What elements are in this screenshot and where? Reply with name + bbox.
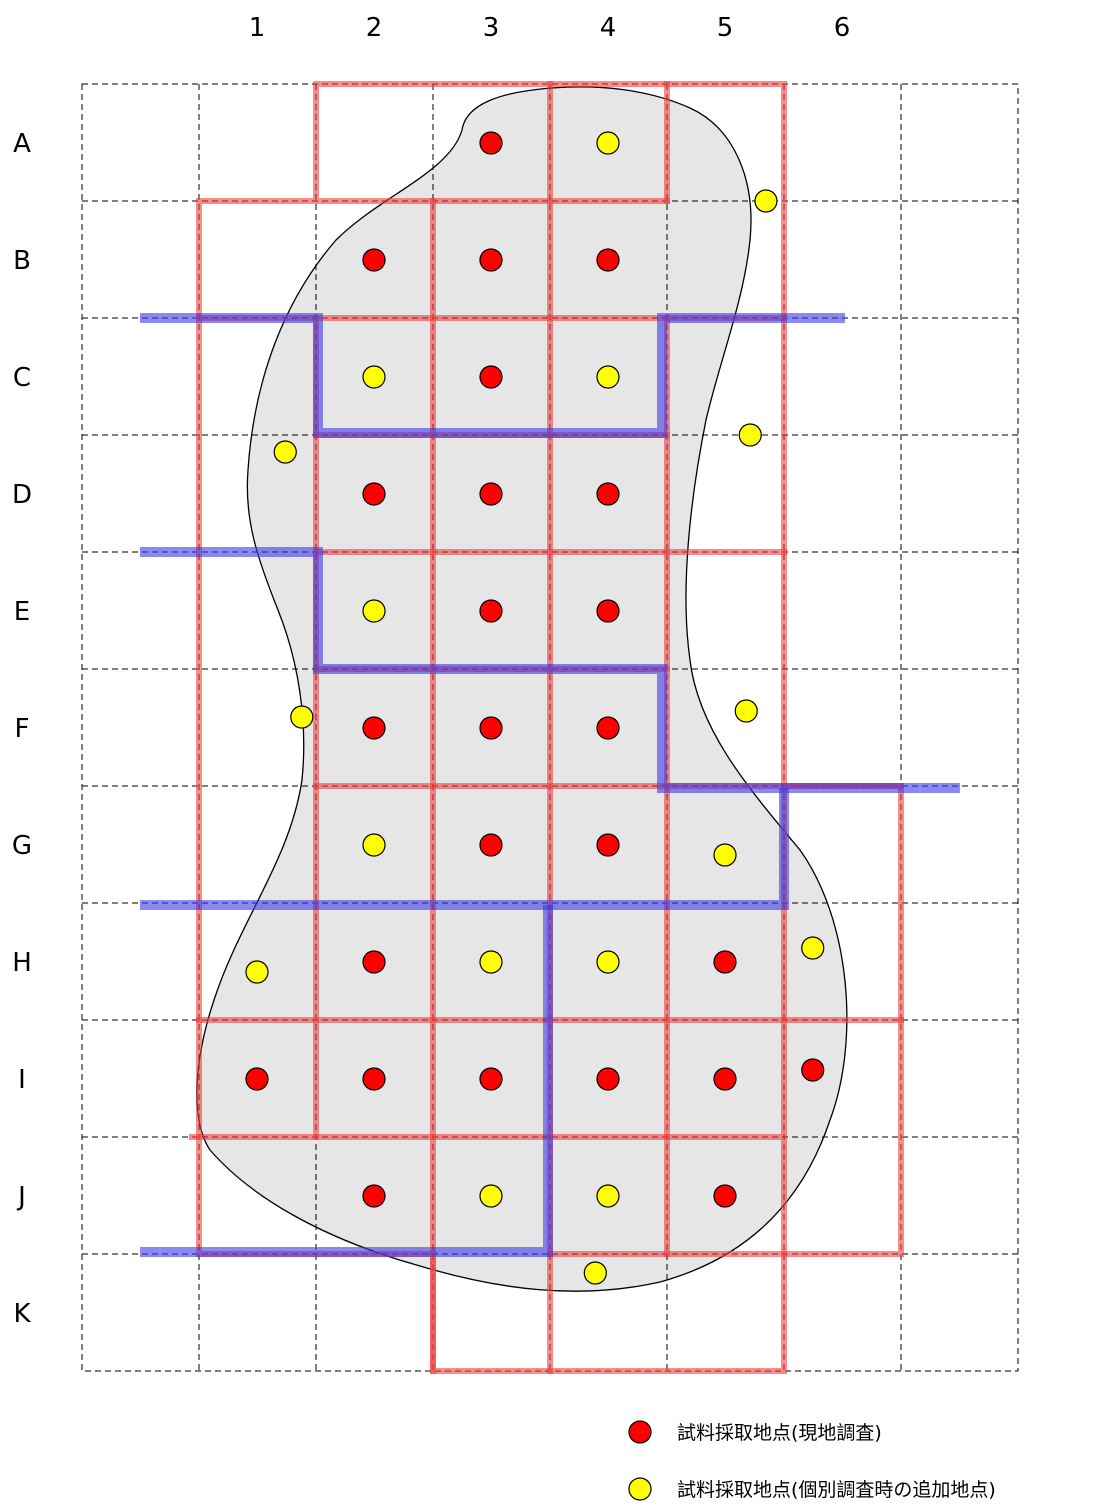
survey-sample-point: [479, 131, 503, 155]
column-label-2: 2: [366, 13, 383, 43]
additional-sample-point: [273, 440, 297, 464]
survey-sample-point: [362, 248, 386, 272]
row-label-c: C: [13, 363, 31, 393]
row-label-h: H: [12, 948, 32, 978]
additional-sample-point: [362, 365, 386, 389]
survey-sample-point: [596, 248, 620, 272]
additional-sample-point: [713, 843, 737, 867]
column-labels: 1 2 3 4 5 6: [249, 13, 851, 43]
additional-sample-point: [362, 833, 386, 857]
survey-sample-point: [596, 716, 620, 740]
survey-sample-point: [362, 1184, 386, 1208]
additional-sample-point: [596, 950, 620, 974]
survey-sample-point: [362, 1067, 386, 1091]
survey-sample-point: [245, 1067, 269, 1091]
legend-additional-marker: [628, 1477, 652, 1501]
survey-sample-point: [596, 1067, 620, 1091]
row-label-k: K: [13, 1299, 31, 1329]
additional-sample-point: [596, 131, 620, 155]
survey-sample-point: [713, 1184, 737, 1208]
legend: 試料採取地点(現地調査) 試料採取地点(個別調査時の追加地点): [628, 1420, 996, 1501]
sample-points: [245, 131, 825, 1285]
row-label-d: D: [12, 480, 32, 510]
row-label-a: A: [13, 129, 31, 159]
survey-sample-point: [713, 950, 737, 974]
survey-sample-point: [479, 1067, 503, 1091]
survey-area-shape: [196, 86, 848, 1292]
survey-sample-point: [479, 833, 503, 857]
additional-sample-point: [596, 365, 620, 389]
column-label-1: 1: [249, 13, 266, 43]
additional-sample-point: [754, 189, 778, 213]
survey-sample-point: [362, 716, 386, 740]
legend-additional-label: 試料採取地点(個別調査時の追加地点): [677, 1479, 996, 1501]
survey-sample-point: [596, 833, 620, 857]
survey-sample-point: [596, 482, 620, 506]
row-label-f: F: [15, 714, 30, 744]
row-label-j: J: [16, 1182, 26, 1212]
survey-sample-point: [362, 950, 386, 974]
column-label-4: 4: [600, 13, 617, 43]
additional-sample-point: [479, 950, 503, 974]
survey-sample-point: [596, 599, 620, 623]
additional-sample-point: [801, 936, 825, 960]
legend-survey-label: 試料採取地点(現地調査): [677, 1422, 882, 1444]
additional-sample-point: [738, 423, 762, 447]
survey-sample-point: [713, 1067, 737, 1091]
additional-sample-point: [734, 699, 758, 723]
row-labels: A B C D E F G H I J K: [12, 129, 32, 1329]
row-label-g: G: [12, 831, 32, 861]
additional-sample-point: [290, 705, 314, 729]
additional-sample-point: [245, 960, 269, 984]
row-label-b: B: [13, 246, 31, 276]
additional-sample-point: [479, 1184, 503, 1208]
row-label-e: E: [14, 597, 30, 627]
legend-survey-marker: [628, 1420, 652, 1444]
survey-sample-point: [479, 599, 503, 623]
survey-sample-point: [479, 365, 503, 389]
survey-sample-point: [479, 482, 503, 506]
survey-sample-point: [801, 1058, 825, 1082]
column-label-6: 6: [834, 13, 851, 43]
row-label-i: I: [18, 1065, 26, 1095]
survey-sample-point: [362, 482, 386, 506]
survey-sample-point: [479, 248, 503, 272]
column-label-5: 5: [717, 13, 734, 43]
additional-sample-point: [596, 1184, 620, 1208]
blue-survey-boundaries: [140, 313, 960, 1257]
additional-sample-point: [362, 599, 386, 623]
column-label-3: 3: [483, 13, 500, 43]
survey-sample-point: [479, 716, 503, 740]
additional-sample-point: [583, 1261, 607, 1285]
